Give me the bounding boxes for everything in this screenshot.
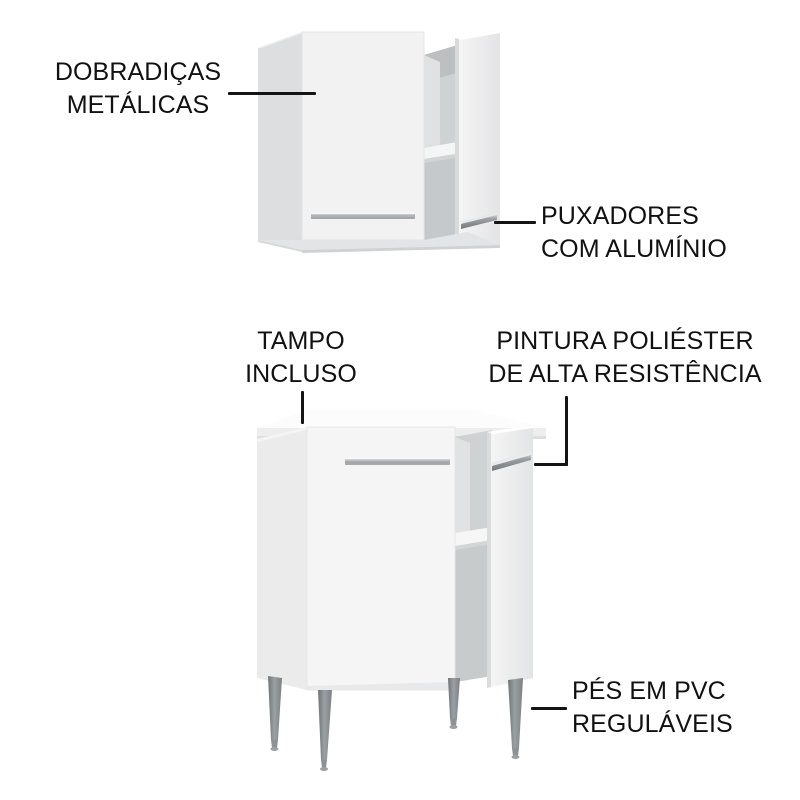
callout-countertop: TAMPO INCLUSO	[245, 327, 357, 388]
upper-cabinet-left-door	[302, 32, 424, 240]
leader-line-hinges	[228, 92, 316, 95]
base-cabinet-right-door	[487, 425, 533, 688]
base-cabinet-legs	[268, 676, 523, 771]
upper-cabinet-right-door	[455, 30, 500, 245]
base-cabinet	[257, 410, 546, 771]
base-cabinet-left-handle	[345, 457, 450, 465]
base-cabinet-chamfer	[257, 427, 307, 690]
leg-back-left	[268, 676, 282, 751]
callout-paint: PINTURA POLIÉSTER DE ALTA RESISTÊNCIA	[488, 327, 762, 388]
upper-cabinet	[258, 30, 500, 253]
callout-hinges: DOBRADIÇAS METÁLICAS	[54, 58, 222, 119]
leader-line-countertop	[301, 391, 304, 424]
leader-line-handles	[494, 221, 536, 224]
leg-front-right	[508, 678, 523, 759]
leg-front-left	[318, 690, 332, 771]
callout-handles: PUXADORES COM ALUMÍNIO	[541, 202, 727, 263]
leader-line-paint-vertical	[565, 396, 568, 466]
base-cabinet-left-door	[307, 427, 455, 690]
upper-cabinet-left-handle	[311, 212, 415, 219]
upper-cabinet-right-handle	[461, 213, 497, 229]
upper-cabinet-bottom-panel	[258, 232, 500, 253]
callout-feet: PÉS EM PVC REGULÁVEIS	[572, 677, 733, 738]
base-cabinet-right-handle	[492, 452, 531, 471]
upper-cabinet-chamfer	[258, 32, 302, 240]
leg-back-middle	[448, 678, 460, 729]
leader-line-paint-horizontal	[534, 463, 568, 466]
leader-line-feet	[531, 707, 567, 710]
base-cabinet-interior	[455, 430, 492, 682]
